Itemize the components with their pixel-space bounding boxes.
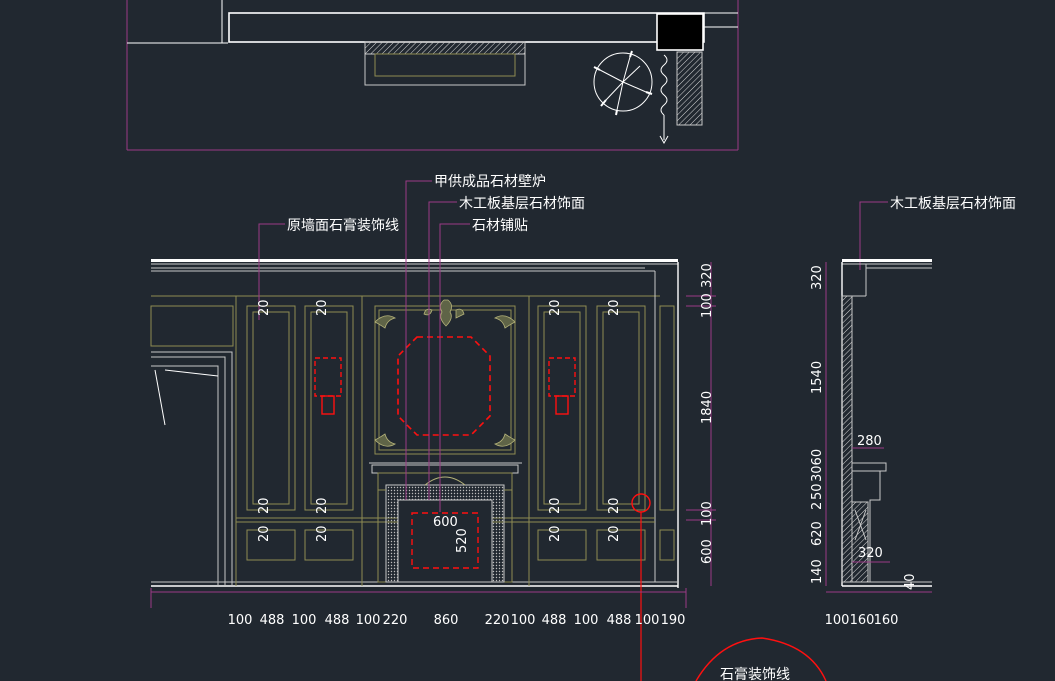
panel-dim-20: 20 bbox=[607, 299, 622, 316]
side-bottom-dim: 160 bbox=[850, 613, 875, 628]
front-elevation: 甲供成品石材壁炉 木工板基层石材饰面 石材铺贴 原墙面石膏装饰线 木工板基层石材… bbox=[150, 174, 1016, 681]
right-dim: 1840 bbox=[700, 391, 715, 424]
bottom-dim: 488 bbox=[542, 613, 567, 628]
octagon-outline bbox=[397, 336, 491, 436]
plan-column bbox=[656, 13, 704, 51]
right-dim: 100 bbox=[700, 501, 715, 526]
panel-dim-20: 20 bbox=[257, 497, 272, 514]
callout-stone-paving: 石材铺贴 bbox=[472, 218, 528, 234]
panel-dim-20: 20 bbox=[607, 497, 622, 514]
callout-side-wood-base-stone: 木工板基层石材饰面 bbox=[890, 195, 1016, 212]
side-vertical-dim: 620 bbox=[810, 521, 825, 546]
right-dim: 100 bbox=[700, 293, 715, 318]
side-vertical-dim: 50 bbox=[810, 483, 825, 500]
fireplace-height-dim: 520 bbox=[455, 528, 470, 553]
panel-dim-20: 20 bbox=[257, 299, 272, 316]
plan-hearth-inner bbox=[374, 53, 516, 77]
panel-dim-20: 20 bbox=[315, 497, 330, 514]
callout-plaster-molding-wall: 原墙面石膏装饰线 bbox=[287, 217, 399, 234]
side-bottom-dims: 100 160 160 bbox=[825, 613, 899, 628]
panel-dim-20: 20 bbox=[548, 525, 563, 542]
bottom-dim: 488 bbox=[260, 613, 285, 628]
wall-sconce-left bbox=[314, 357, 342, 415]
bottom-dim: 100 bbox=[635, 613, 660, 628]
panel-dim-labels: 20 20 20 20 20 20 20 20 20 20 20 20 bbox=[257, 299, 622, 542]
side-dim-base: 40 bbox=[903, 573, 918, 590]
plan-wall-block bbox=[228, 12, 705, 43]
side-vertical-dim: 1540 bbox=[810, 361, 825, 394]
panel-dim-20: 20 bbox=[257, 525, 272, 542]
elevation-ceiling bbox=[151, 259, 678, 262]
bottom-dim: 220 bbox=[383, 613, 408, 628]
plan-side-wall-hatch bbox=[676, 51, 703, 126]
plant-icon bbox=[593, 50, 653, 116]
wall-sconce-right bbox=[548, 357, 576, 415]
side-fireplace-profile bbox=[851, 462, 887, 583]
plan-curtain bbox=[660, 54, 668, 116]
bottom-dimension-line bbox=[150, 588, 687, 608]
bottom-dim: 100 bbox=[574, 613, 599, 628]
bottom-dim: 488 bbox=[325, 613, 350, 628]
panel-dim-20: 20 bbox=[548, 497, 563, 514]
callout-plaster-molding: 石膏装饰线 bbox=[720, 666, 790, 681]
side-vertical-dim: 3060 bbox=[810, 449, 825, 482]
panel-dim-20: 20 bbox=[315, 299, 330, 316]
center-panel bbox=[374, 305, 516, 455]
callout-leaders bbox=[258, 180, 888, 512]
side-wall-hatch bbox=[841, 295, 853, 583]
side-ceiling bbox=[842, 259, 932, 262]
side-bottom-dim: 100 bbox=[825, 613, 850, 628]
bottom-dim: 100 bbox=[356, 613, 381, 628]
bottom-dim: 860 bbox=[434, 613, 459, 628]
side-section: 320 1540 3060 50 2 620 140 280 320 40 10… bbox=[810, 259, 932, 628]
right-dimension-line bbox=[686, 262, 716, 586]
right-dim: 320 bbox=[700, 263, 715, 288]
side-vertical-dim: 140 bbox=[810, 559, 825, 584]
fireplace-width-dim: 600 bbox=[433, 515, 458, 530]
bubble-arc bbox=[695, 637, 827, 681]
side-vertical-dim: 2 bbox=[810, 502, 825, 510]
bottom-dim: 220 bbox=[485, 613, 510, 628]
side-vertical-dim: 320 bbox=[810, 265, 825, 290]
side-vertical-dims: 320 1540 3060 50 2 620 140 bbox=[810, 265, 825, 584]
plan-hearth-hatch bbox=[364, 41, 526, 55]
side-dim-lower: 320 bbox=[858, 546, 883, 561]
panel-dim-20: 20 bbox=[315, 525, 330, 542]
plan-view bbox=[126, 0, 739, 151]
bottom-dim: 488 bbox=[607, 613, 632, 628]
callout-fireplace: 甲供成品石材壁炉 bbox=[434, 174, 546, 190]
bottom-dim: 100 bbox=[228, 613, 253, 628]
wall-panels bbox=[150, 296, 675, 586]
bottom-dim: 100 bbox=[511, 613, 536, 628]
section-marker-circle bbox=[631, 493, 651, 513]
panel-dim-20: 20 bbox=[607, 525, 622, 542]
side-bottom-dim: 160 bbox=[874, 613, 899, 628]
plan-arrow-head bbox=[659, 135, 669, 145]
callout-wood-base-stone: 木工板基层石材饰面 bbox=[459, 195, 585, 212]
fireplace bbox=[369, 462, 522, 583]
panel-dim-20: 20 bbox=[548, 299, 563, 316]
bottom-dims: 100 488 100 488 100 220 860 220 100 488 … bbox=[228, 613, 686, 628]
right-dim: 600 bbox=[700, 539, 715, 564]
bottom-dim: 100 bbox=[292, 613, 317, 628]
left-doorway bbox=[151, 351, 233, 586]
bottom-dim: 190 bbox=[661, 613, 686, 628]
side-dim-upper: 280 bbox=[857, 434, 882, 449]
ornament-icon bbox=[374, 299, 516, 447]
right-dims: 320 100 1840 100 600 bbox=[700, 263, 715, 564]
plan-hearth-base bbox=[364, 41, 526, 86]
